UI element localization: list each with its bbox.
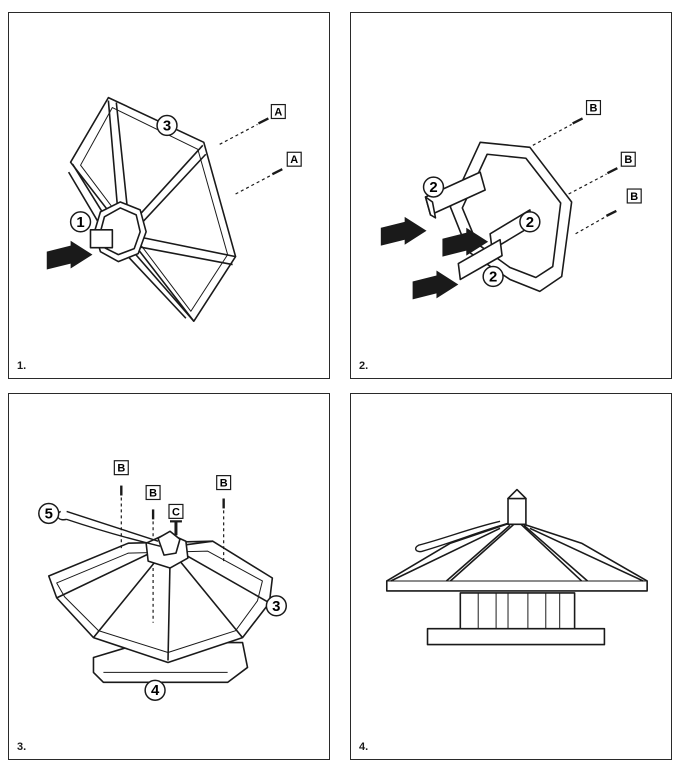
screw-tag-b-1: B [585, 99, 602, 116]
svg-text:2: 2 [489, 269, 497, 285]
hanging-rope [56, 510, 161, 547]
step-4-panel: 4. [350, 393, 672, 760]
step-number: 3. [17, 741, 27, 753]
svg-text:B: B [630, 191, 638, 203]
callout-slat-2: 2 [519, 211, 541, 233]
feeder-body [459, 592, 576, 630]
screw-tag-a-1: A [270, 103, 286, 120]
step-number: 2. [359, 360, 369, 372]
step-number: 4. [359, 741, 369, 753]
step-1-illustration: 1 3 A A [46, 96, 302, 323]
feeder-base [426, 627, 606, 646]
screw-tag-a-2: A [286, 151, 302, 167]
callout-base: 4 [144, 679, 166, 701]
svg-text:2: 2 [429, 180, 437, 196]
screw-tag-b-3: B [626, 188, 642, 204]
svg-text:2: 2 [526, 215, 534, 231]
svg-text:1: 1 [76, 215, 84, 231]
screw-tag-b-2: B [620, 151, 636, 167]
svg-text:A: A [290, 154, 298, 166]
svg-text:3: 3 [272, 599, 280, 615]
svg-text:5: 5 [45, 506, 53, 522]
callout-roof: 3 [265, 595, 288, 617]
svg-text:B: B [149, 488, 157, 500]
roof-frame [69, 96, 237, 323]
roof-finial [507, 497, 527, 526]
step-3-panel: 5 3 4 B B B C 3. [8, 393, 330, 760]
svg-text:B: B [590, 103, 598, 115]
callout-slat-3: 2 [482, 265, 504, 288]
insert-arrow-1 [380, 216, 427, 246]
roof-frame-inner [80, 107, 229, 312]
step-1-panel: 1 3 A A 1. [8, 12, 330, 379]
hanging-rope [414, 520, 509, 553]
step-4-illustration [385, 488, 648, 646]
screw-tag-c: C [168, 503, 184, 519]
callout-rope: 5 [38, 502, 60, 525]
step-2-illustration: 2 2 2 B B B [380, 99, 642, 300]
svg-text:B: B [220, 478, 228, 490]
step-number: 1. [17, 360, 27, 372]
callout-hub: 1 [69, 211, 92, 233]
step-3-illustration: 5 3 4 B B B C [38, 460, 288, 701]
svg-text:B: B [117, 463, 125, 475]
screw-tag-b-2: B [145, 484, 161, 501]
screw-tag-b-3: B [216, 475, 232, 491]
screw-tag-b-1: B [113, 460, 129, 476]
svg-text:B: B [624, 154, 632, 166]
roof [385, 520, 648, 592]
svg-text:3: 3 [163, 118, 171, 134]
insert-arrow [46, 240, 93, 270]
svg-text:4: 4 [151, 683, 160, 699]
insert-arrow-3 [412, 270, 459, 300]
svg-text:C: C [172, 506, 180, 518]
callout-roof: 3 [156, 114, 178, 137]
callout-slat-1: 2 [422, 176, 445, 198]
step-2-panel: 2 2 2 B B B 2. [350, 12, 672, 379]
slat-3 [457, 238, 503, 281]
insert-arrow-2 [442, 227, 489, 257]
svg-text:A: A [274, 107, 282, 119]
